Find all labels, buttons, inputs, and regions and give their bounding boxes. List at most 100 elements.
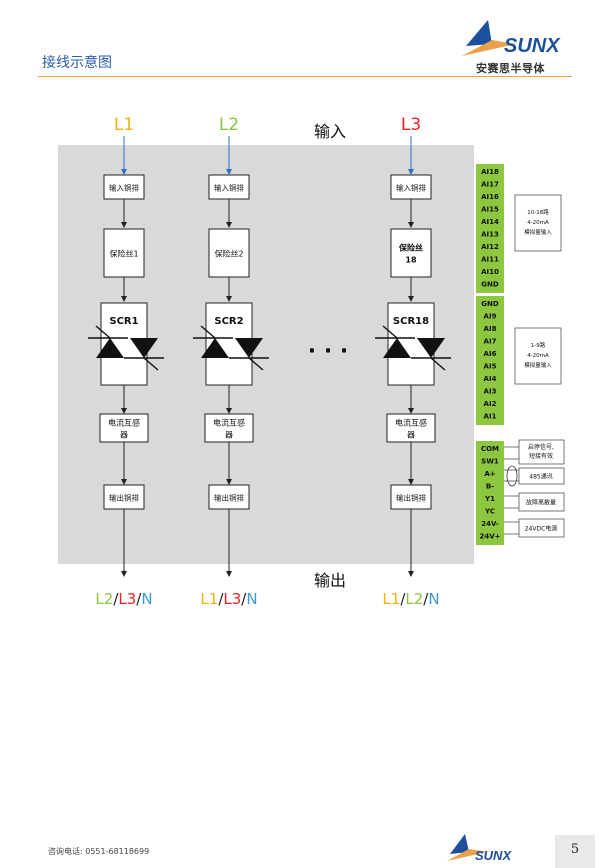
terminal-label: COM — [481, 445, 499, 453]
terminal-label: SW1 — [481, 458, 499, 466]
page-title: 接线示意图 — [42, 55, 112, 71]
control-note-line: 故障离散量 — [526, 499, 556, 507]
input-busbar-label: 输入铜排 — [214, 183, 244, 193]
analog-input-note-line: 模拟量输入 — [524, 228, 552, 236]
thyristor-down-icon — [130, 338, 158, 358]
control-note-box — [518, 467, 565, 485]
input-phase-label: L2 — [219, 115, 239, 135]
terminal-label: AI4 — [484, 375, 497, 383]
terminal-label: AI8 — [484, 325, 497, 333]
output-busbar — [390, 484, 432, 510]
terminal-label: AI17 — [481, 181, 499, 189]
thyristor-up-icon — [201, 338, 229, 358]
current-transformer — [99, 413, 149, 443]
output-busbar-label: 输出铜排 — [109, 493, 139, 503]
footer-phone: 咨询电话: 0551-68118699 — [48, 847, 150, 856]
fuse-label: 保险丝2 — [214, 249, 243, 259]
input-busbar-label: 输入铜排 — [396, 183, 426, 193]
terminal-label: AI10 — [481, 268, 499, 276]
scr-label: SCR18 — [393, 316, 429, 327]
thyristor-down-icon — [235, 338, 263, 358]
logo-text: SUNX — [504, 35, 561, 57]
terminal-label: AI6 — [484, 350, 497, 358]
current-transformer-label: 电流互感 — [108, 418, 140, 428]
terminal-label: AI7 — [484, 338, 497, 346]
input-phase-label: L1 — [114, 115, 134, 135]
analog-input-note-line: 1-9路 — [531, 341, 546, 349]
analog-input-note-line: 10-18路 — [527, 208, 549, 216]
analog-input-note-line: 4-20mA — [527, 220, 549, 226]
terminal-label: AI5 — [484, 363, 497, 371]
terminal-label: A+ — [484, 470, 495, 478]
terminal-label: YC — [484, 508, 495, 516]
scr-label: SCR1 — [109, 316, 138, 327]
control-note-line: 启停信号, — [528, 443, 554, 451]
terminal-label: Y1 — [484, 495, 495, 503]
scr-label: SCR2 — [214, 316, 243, 327]
terminal-label: AI9 — [484, 313, 497, 321]
output-busbar-label: 输出铜排 — [214, 493, 244, 503]
terminal-block-1: AI18AI17AI16AI15AI14AI13AI12AI11AI10GND1… — [476, 164, 562, 293]
fuse-label: 18 — [405, 256, 417, 265]
output-busbar — [103, 484, 145, 510]
current-transformer-label: 器 — [120, 431, 128, 440]
terminal-label: AI16 — [481, 193, 499, 201]
current-transformer-label: 器 — [407, 431, 415, 440]
ellipsis: · · · — [308, 339, 348, 364]
output-phase-label: L1/L3/N — [200, 590, 257, 608]
footer-logo-text: SUNX — [475, 848, 512, 863]
input-busbar — [208, 174, 250, 200]
analog-input-note-line: 模拟量输入 — [524, 361, 552, 369]
control-note-box — [518, 518, 565, 538]
terminal-label: AI11 — [481, 256, 499, 264]
fuse — [103, 228, 145, 278]
output-phase-label: L2/L3/N — [95, 590, 152, 608]
input-label: 输入 — [314, 122, 346, 141]
terminal-strip — [476, 296, 504, 425]
fuse-label: 保险丝1 — [109, 249, 138, 259]
twisted-pair-icon — [506, 465, 518, 487]
current-transformer-label: 器 — [225, 431, 233, 440]
terminal-label: AI15 — [481, 206, 499, 214]
output-label: 输出 — [314, 571, 346, 590]
output-busbar-label: 输出铜排 — [396, 493, 426, 503]
terminal-label: GND — [481, 281, 499, 289]
analog-input-note — [514, 194, 562, 252]
asunx-logo-icon: SUNX — [462, 20, 561, 57]
terminal-label: B- — [486, 483, 494, 491]
terminal-block-2: GNDAI9AI8AI7AI6AI5AI4AI3AI2AI11-9路4-20mA… — [476, 296, 562, 425]
analog-input-note — [514, 327, 562, 385]
control-note-box — [518, 492, 565, 512]
terminal-label: 24V+ — [479, 533, 500, 541]
logo-subtitle: 安赛思半导体 — [476, 62, 545, 75]
thyristor-up-icon — [383, 338, 411, 358]
terminal-label: AI3 — [484, 388, 497, 396]
analog-input-note-line: 4-20mA — [527, 353, 549, 359]
control-note-line: 485通讯 — [529, 473, 552, 481]
terminal-strip — [476, 164, 504, 293]
control-note-line: 24VDC电源 — [525, 525, 558, 533]
fuse — [390, 228, 432, 278]
input-phase-label: L3 — [401, 115, 421, 135]
terminal-label: AI13 — [481, 231, 499, 239]
header-divider — [38, 76, 572, 77]
current-transformer-label: 电流互感 — [395, 418, 427, 428]
input-busbar — [103, 174, 145, 200]
terminal-label: GND — [481, 300, 499, 308]
output-busbar — [208, 484, 250, 510]
footer-logo-icon: SUNX — [447, 834, 512, 863]
output-phase-label: L1/L2/N — [382, 590, 439, 608]
page-number: 5 — [555, 835, 595, 868]
current-transformer — [386, 413, 436, 443]
terminal-label: AI14 — [481, 218, 499, 226]
fuse-label: 保险丝 — [398, 243, 423, 253]
thyristor-up-icon — [96, 338, 124, 358]
control-note-box — [518, 439, 565, 465]
terminal-label: AI18 — [481, 168, 499, 176]
input-busbar-label: 输入铜排 — [109, 183, 139, 193]
